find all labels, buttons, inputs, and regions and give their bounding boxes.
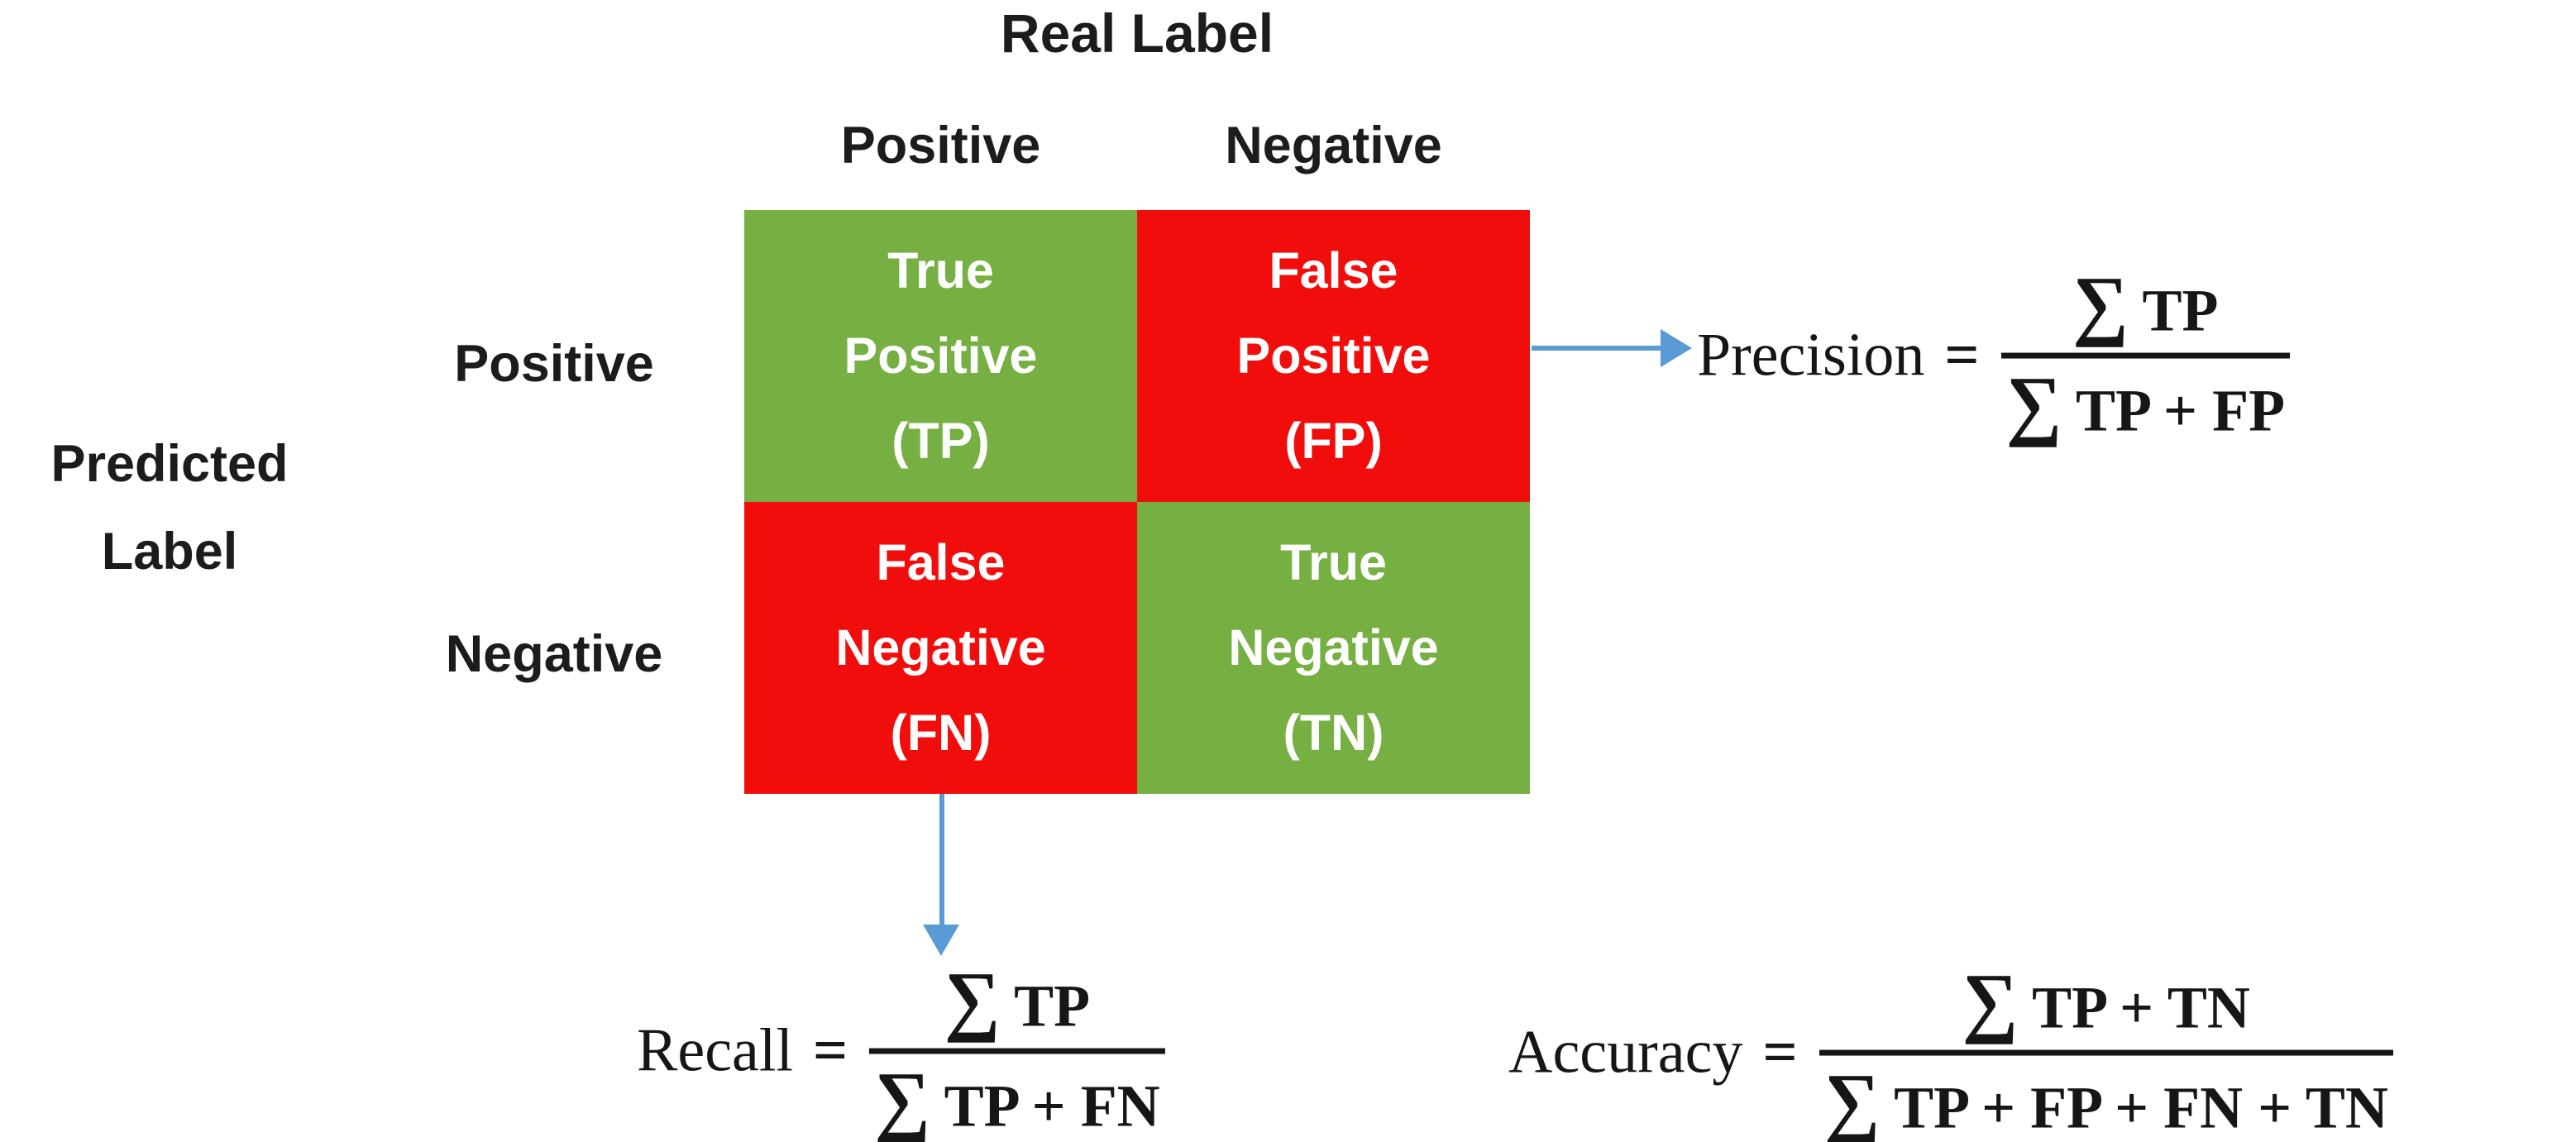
- numerator-terms: TP + TN: [2018, 974, 2250, 1041]
- fraction: ∑ TP + TN ∑ TP + FP + FN + TN: [1818, 962, 2393, 1142]
- denominator-terms: TP + FP + FN + TN: [1880, 1074, 2388, 1141]
- formula-label: Precision: [1697, 321, 1925, 389]
- sigma-symbol: ∑: [1962, 957, 2019, 1045]
- col-header-negative: Negative: [1225, 117, 1442, 174]
- equals-sign: =: [1944, 321, 1980, 389]
- fraction-denominator: ∑ TP + FN: [869, 1048, 1165, 1142]
- right-arrow-icon: [1532, 329, 1692, 367]
- sigma-symbol: ∑: [1823, 1057, 1881, 1142]
- row-header-negative: Negative: [445, 625, 663, 683]
- arrow-shaft: [939, 794, 944, 926]
- cell-line: False: [1269, 242, 1398, 299]
- precision-formula: Precision = ∑ TP ∑ TP + FP: [1697, 265, 2291, 448]
- cell-line: Positive: [844, 327, 1038, 384]
- cell-line: True: [1280, 534, 1387, 590]
- recall-formula: Recall = ∑ TP ∑ TP + FN: [637, 960, 1165, 1142]
- denominator-terms: TP + FN: [930, 1073, 1160, 1140]
- fraction-numerator: ∑ TP + TN: [1956, 962, 2257, 1050]
- cell-line: (TN): [1283, 705, 1384, 761]
- fraction-denominator: ∑ TP + FP: [2000, 352, 2291, 448]
- row-header-positive: Positive: [454, 335, 654, 393]
- predicted-label-title: Predicted Label: [8, 420, 331, 595]
- equals-sign: =: [813, 1016, 848, 1085]
- cell-true-positive: True Positive (TP): [744, 210, 1137, 502]
- formula-label: Recall: [637, 1016, 794, 1085]
- numerator-terms: TP: [1000, 972, 1091, 1039]
- arrow-head: [1661, 329, 1692, 367]
- down-arrow-icon: [923, 794, 959, 956]
- cell-false-negative: False Negative (FN): [744, 502, 1137, 794]
- confusion-matrix: True Positive (TP) False Positive (FP) F…: [744, 210, 1530, 794]
- fraction: ∑ TP ∑ TP + FN: [869, 960, 1165, 1142]
- cell-line: (FN): [890, 705, 992, 761]
- fraction-numerator: ∑ TP: [2066, 265, 2225, 353]
- sigma-symbol: ∑: [2005, 360, 2062, 448]
- cell-line: True: [887, 242, 994, 299]
- sigma-symbol: ∑: [874, 1055, 930, 1142]
- equals-sign: =: [1762, 1018, 1798, 1087]
- cell-line: Negative: [835, 619, 1046, 676]
- col-header-positive: Positive: [840, 117, 1041, 174]
- fraction-numerator: ∑ TP: [938, 960, 1097, 1049]
- accuracy-formula: Accuracy = ∑ TP + TN ∑ TP + FP + FN + TN: [1508, 962, 2393, 1142]
- real-label-title: Real Label: [1000, 2, 1274, 64]
- arrow-head: [923, 925, 959, 956]
- cell-line: False: [876, 534, 1006, 590]
- numerator-terms: TP: [2128, 277, 2219, 344]
- arrow-shaft: [1532, 346, 1662, 351]
- formula-label: Accuracy: [1508, 1018, 1743, 1087]
- predicted-label-line2: Label: [101, 523, 238, 581]
- sigma-symbol: ∑: [2072, 260, 2129, 348]
- denominator-terms: TP + FP: [2062, 377, 2286, 444]
- cell-false-positive: False Positive (FP): [1137, 210, 1530, 502]
- fraction-denominator: ∑ TP + FP + FN + TN: [1818, 1049, 2393, 1142]
- cell-line: (FP): [1284, 413, 1383, 469]
- cell-line: (TP): [891, 413, 990, 469]
- fraction: ∑ TP ∑ TP + FP: [2000, 265, 2291, 448]
- sigma-symbol: ∑: [944, 955, 1001, 1044]
- cell-line: Negative: [1228, 619, 1439, 676]
- cell-line: Positive: [1236, 327, 1431, 384]
- cell-true-negative: True Negative (TN): [1137, 502, 1530, 794]
- predicted-label-line1: Predicted: [50, 435, 289, 493]
